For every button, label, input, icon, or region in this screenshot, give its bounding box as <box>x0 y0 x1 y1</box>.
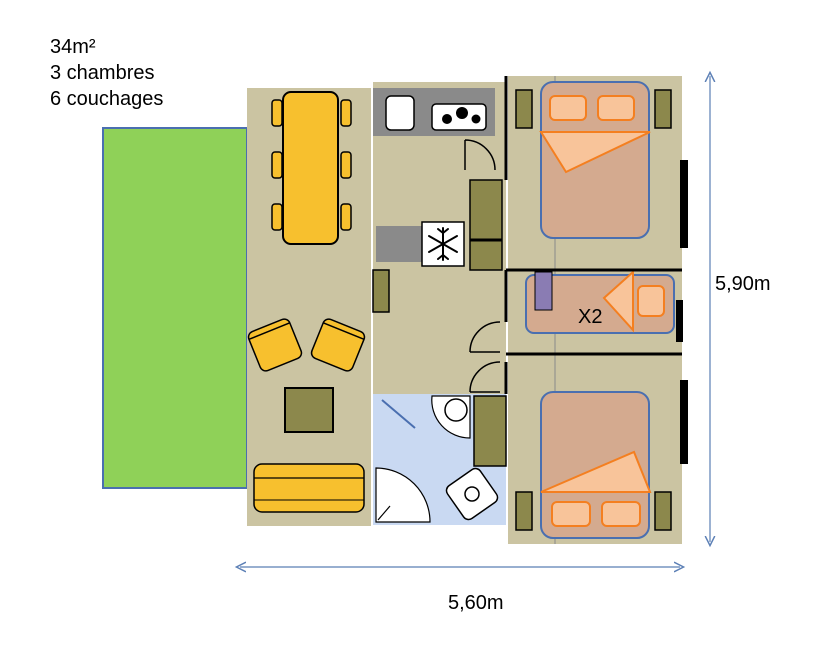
pillow <box>601 501 641 527</box>
duvet-fold <box>602 269 634 333</box>
small-cabinet <box>372 269 390 313</box>
stove-icon <box>431 103 487 131</box>
pillow <box>549 95 587 121</box>
window <box>680 380 688 464</box>
bedrooms-text: 3 chambres <box>50 62 155 84</box>
wardrobe-top <box>469 179 503 271</box>
coffee-table <box>284 387 334 433</box>
pillow <box>551 501 591 527</box>
width-label: 5,60m <box>448 592 504 614</box>
snowflake-icon <box>421 221 465 267</box>
nightstand <box>654 89 672 129</box>
window <box>680 160 688 248</box>
bunk-ladder <box>534 271 553 311</box>
sink <box>385 95 415 131</box>
beds-text: 6 couchages <box>50 88 164 110</box>
window <box>676 300 683 342</box>
nightstand <box>515 89 533 129</box>
door-kitchen <box>464 139 496 171</box>
pillow <box>637 285 665 317</box>
dining-table <box>282 91 339 245</box>
sofa <box>253 463 365 513</box>
bunk-bed <box>525 274 675 334</box>
pillow <box>597 95 635 121</box>
terrace <box>102 127 248 489</box>
depth-label: 5,90m <box>715 273 771 295</box>
surface-text: 34m² <box>50 36 96 58</box>
dining-set <box>271 91 352 245</box>
duvet-fold <box>540 450 652 493</box>
washbasin-icon <box>445 467 499 521</box>
door-bottom-room <box>469 361 501 393</box>
plan-info: 34m² 3 chambres 6 couchages <box>50 34 163 112</box>
wardrobe-bottom <box>473 395 507 467</box>
walls <box>504 76 682 394</box>
armchairs <box>247 318 366 372</box>
shower-door-icon <box>375 467 431 523</box>
nightstand <box>654 491 672 531</box>
nightstand <box>515 491 533 531</box>
door-bunk-room <box>469 321 501 353</box>
bunk-label: X2 <box>578 306 602 328</box>
toilet-icon <box>431 395 471 439</box>
duvet-fold <box>539 131 651 174</box>
